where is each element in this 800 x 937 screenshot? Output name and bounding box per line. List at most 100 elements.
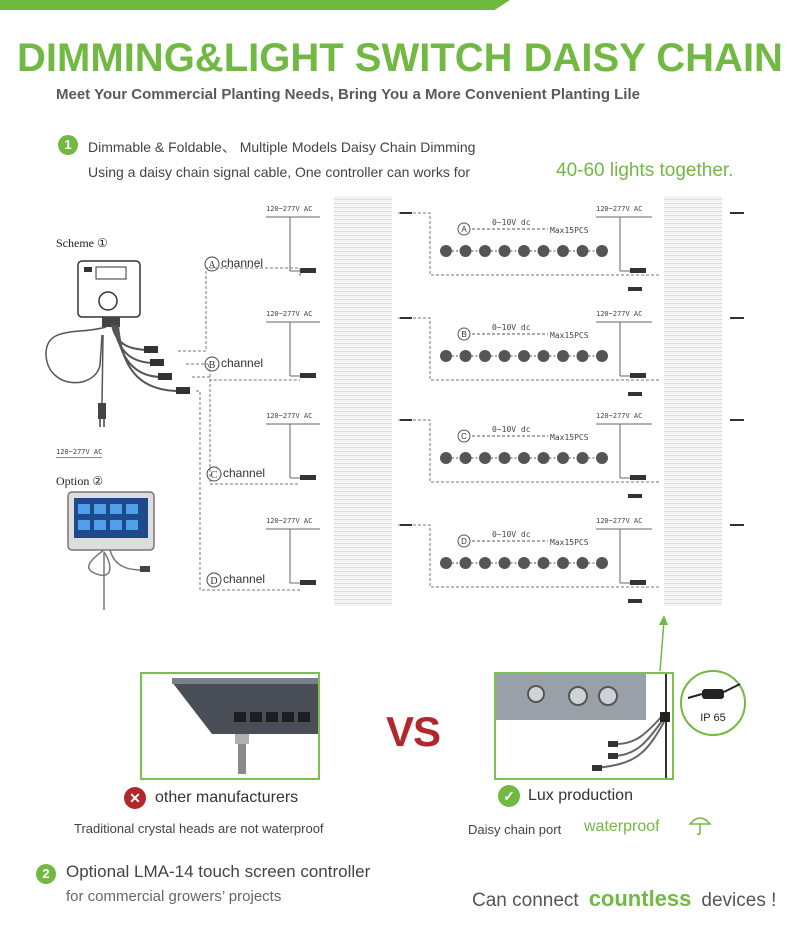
row-voltage-label-left: 120~277V AC	[266, 205, 313, 213]
row-dim-label: 0~10V dc	[492, 218, 531, 227]
fixture-dot	[440, 245, 452, 257]
fixture-dot	[479, 245, 491, 257]
section1-highlight: 40-60 lights together.	[556, 160, 734, 181]
row-voltage-label-left: 120~277V AC	[266, 310, 313, 318]
fixture-dot	[440, 350, 452, 362]
channel-letter-circle	[457, 327, 471, 341]
fixture-dot	[440, 452, 452, 464]
top-accent-bar	[0, 0, 510, 10]
other-manufacturers-label: other manufacturers	[155, 789, 299, 806]
fixture-dot	[498, 452, 511, 464]
row-voltage-label-right: 120~277V AC	[596, 205, 643, 213]
fixture-dot	[498, 350, 511, 362]
channel-circle	[206, 466, 222, 482]
section1-number-badge: 1	[58, 135, 78, 155]
row-voltage-label-right: 120~277V AC	[596, 517, 643, 525]
fixture-dot	[518, 350, 530, 362]
connect-suffix: devices !	[701, 890, 777, 911]
fixture-dot	[576, 452, 589, 464]
fixture-dot	[557, 350, 569, 362]
row-max-label: Max15PCS	[550, 226, 589, 235]
channel-circle-letter: C	[211, 470, 218, 481]
connector-plug-left	[300, 373, 316, 378]
channel-circle-letter: D	[210, 576, 217, 587]
umbrella-icon	[688, 817, 712, 836]
fixture-dot	[596, 245, 608, 257]
option-2-label: Option ②	[56, 474, 104, 488]
channel-label: channel	[223, 466, 266, 480]
controller-wiring-drawing	[45, 260, 190, 427]
section2-title: Optional LMA-14 touch screen controller	[66, 862, 371, 881]
connector-plug-right	[630, 580, 646, 585]
scheme-1-label: Scheme ①	[56, 236, 108, 250]
connector-plug-left	[300, 268, 316, 273]
fixture-dot	[596, 350, 608, 362]
row-max-label: Max15PCS	[550, 538, 589, 547]
page-subtitle: Meet Your Commercial Planting Needs, Bri…	[56, 86, 640, 103]
row-dim-label: 0~10V dc	[492, 323, 531, 332]
row-max-label: Max15PCS	[550, 433, 589, 442]
section2-subtitle: for commercial growers’ projects	[66, 888, 282, 905]
fixture-dot	[557, 245, 569, 257]
ip65-label: IP 65	[700, 712, 726, 724]
fixture-dot	[440, 557, 452, 569]
fixture-dot	[459, 350, 472, 362]
fixture-dot	[518, 557, 530, 569]
row-voltage-label-right: 120~277V AC	[596, 412, 643, 420]
channel-label: channel	[221, 356, 264, 370]
fixture-dot	[537, 452, 550, 464]
connect-highlight: countless	[588, 886, 692, 911]
sealed-connector-icon	[687, 683, 741, 699]
waterproof-highlight: waterproof	[584, 818, 660, 835]
connect-prefix: Can connect	[472, 890, 579, 911]
fixture-dot	[498, 557, 511, 569]
channel-letter-circle	[457, 429, 471, 443]
fixture-dot	[518, 245, 530, 257]
channel-letter-small: B	[461, 330, 466, 339]
light-bar-column-2	[664, 196, 722, 606]
channel-label: channel	[221, 256, 264, 270]
row-voltage-label-right: 120~277V AC	[596, 310, 643, 318]
fixture-dot	[479, 350, 491, 362]
check-circle-icon: ✓	[498, 785, 520, 807]
connector-plug-right	[630, 373, 646, 378]
channel-letter-circle	[457, 222, 471, 236]
fixture-dot	[479, 452, 491, 464]
channel-letter-circle	[457, 534, 471, 548]
other-manufacturers-image	[140, 672, 320, 780]
fixture-dot	[537, 350, 550, 362]
channel-letter-small: C	[461, 432, 467, 441]
fixture-dot	[459, 245, 472, 257]
x-circle-icon: ✕	[124, 787, 146, 809]
fixture-dot	[576, 557, 589, 569]
ethernet-port-icon	[172, 678, 318, 774]
row-voltage-label-left: 120~277V AC	[266, 412, 313, 420]
fixture-dot	[518, 452, 530, 464]
fixture-dot	[557, 557, 569, 569]
controller-knob	[98, 291, 118, 311]
fixture-dot	[459, 557, 472, 569]
channel-letter-small: A	[461, 225, 467, 234]
vs-label: VS	[386, 708, 441, 755]
connect-statement: Can connect countless devices !	[472, 886, 776, 912]
fixture-dot	[576, 350, 589, 362]
row-voltage-label-left: 120~277V AC	[266, 517, 313, 525]
other-manufacturers-description: Traditional crystal heads are not waterp…	[74, 821, 324, 836]
channel-letter-small: D	[461, 537, 467, 546]
section2-number-badge: 2	[36, 864, 56, 884]
channel-circle	[206, 572, 222, 588]
touch-screen-controller-drawing	[67, 491, 155, 610]
fixture-dot	[557, 452, 569, 464]
arrow-to-diagram	[659, 615, 668, 672]
fixture-dot	[576, 245, 589, 257]
section1-description: Using a daisy chain signal cable, One co…	[88, 164, 471, 180]
waterproof-connector-icon	[496, 674, 670, 778]
light-bar-column-1	[334, 196, 392, 606]
fixture-dot	[537, 245, 550, 257]
channel-label: channel	[223, 572, 266, 586]
connector-plug-left	[300, 475, 316, 480]
section1-title: Dimmable & Foldable、 Multiple Models Dai…	[88, 139, 476, 155]
connector-plug-right	[630, 268, 646, 273]
connector-plug-left	[300, 580, 316, 585]
connector-plug-right	[630, 475, 646, 480]
